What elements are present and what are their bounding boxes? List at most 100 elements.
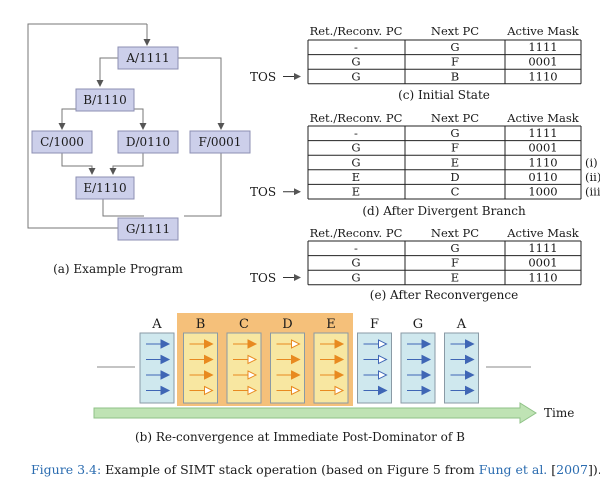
warp-step: B (183, 317, 218, 404)
table-cell: B (451, 69, 459, 83)
thread-arrow-active (421, 385, 432, 396)
table-cell: F (451, 55, 459, 69)
table-cell: G (450, 126, 459, 140)
table-cell: E (451, 270, 459, 284)
thread-arrow-active (204, 339, 214, 349)
warp-step-label: B (196, 317, 206, 332)
figure-caption-text: Example of SIMT stack operation (based o… (101, 462, 479, 477)
table-header: Next PC (431, 111, 479, 125)
time-label: Time (544, 406, 574, 420)
table-cell: E (352, 170, 360, 184)
node-g-label: G/1111 (126, 222, 170, 236)
table-header: Active Mask (506, 24, 580, 38)
node-b: B/1110 (75, 88, 135, 112)
timeline-caption: (b) Re-convergence at Immediate Post-Dom… (135, 430, 465, 444)
thread-arrow-active (378, 385, 388, 396)
figure-caption: Figure 3.4: Example of SIMT stack operat… (31, 462, 600, 477)
row-marker: (i) (585, 155, 598, 169)
thread-arrow-inactive (378, 370, 388, 380)
citation-close-bracket: ] (588, 462, 593, 477)
table-caption: (c) Initial State (398, 88, 490, 102)
warp-step: F (357, 317, 392, 404)
table-cell: - (354, 241, 358, 255)
warp-step-label: A (456, 317, 467, 332)
warp-step: A (444, 317, 479, 404)
node-g: G/1111 (117, 217, 179, 241)
table-header: Next PC (431, 24, 479, 38)
edge-b-c (58, 108, 80, 130)
table-caption: (d) After Divergent Branch (362, 204, 526, 218)
warp-step-label: F (370, 317, 379, 332)
thread-arrow-active (334, 339, 345, 349)
table-cell: 1110 (528, 270, 557, 284)
thread-arrow-active (334, 370, 345, 380)
thread-arrow-active (465, 354, 475, 365)
table-cell: C (451, 185, 460, 199)
table-cell: E (352, 185, 360, 199)
table-cell: G (351, 270, 360, 284)
tos-label: TOS (250, 271, 276, 285)
table-header: Active Mask (506, 111, 580, 125)
row-marker: (iii) (585, 185, 600, 199)
time-arrow (93, 402, 537, 424)
table-cell: G (351, 69, 360, 83)
node-c-label: C/1000 (40, 135, 84, 149)
row-marker: (ii) (585, 170, 600, 184)
table-cell: 1111 (528, 126, 557, 140)
table-cell: 0110 (528, 170, 557, 184)
table-cell: E (451, 155, 459, 169)
table-cell: 1111 (528, 241, 557, 255)
table-row: E D 0110 (ii) (352, 170, 600, 184)
table-row: G E 1110 (351, 270, 557, 284)
thread-arrow-active (160, 385, 171, 396)
thread-arrow-inactive (291, 385, 301, 396)
node-c: C/1000 (31, 130, 93, 154)
node-b-label: B/1110 (83, 93, 126, 107)
table-cell: 1110 (528, 69, 557, 83)
table-cell: 1111 (528, 40, 557, 54)
table-header: Next PC (431, 226, 479, 240)
figure-caption-label: Figure 3.4: (31, 462, 101, 477)
table-cell: G (351, 55, 360, 69)
thread-arrow-active (160, 370, 171, 380)
thread-arrow-inactive (204, 385, 214, 396)
citation-author-link[interactable]: Fung et al. (479, 462, 548, 477)
table-cell: G (450, 241, 459, 255)
tos-label: TOS (250, 70, 276, 84)
tos-label: TOS (250, 185, 276, 199)
table-caption: (e) After Reconvergence (370, 288, 518, 302)
node-f-label: F/0001 (199, 135, 242, 149)
thread-arrow-active (465, 385, 475, 396)
citation-year-link[interactable]: 2007 (556, 462, 588, 477)
edge-a-f (178, 57, 225, 130)
warp-step: E (313, 317, 349, 404)
warp-step: G (400, 317, 436, 404)
table-cell: 0001 (528, 141, 557, 155)
thread-arrow-active (421, 354, 432, 365)
warp-step-label: A (151, 317, 162, 332)
table-header: Ret./Reconv. PC (310, 226, 403, 240)
table-cell: 0001 (528, 256, 557, 270)
edge-f-g (184, 152, 222, 217)
node-a: A/1111 (117, 46, 179, 70)
figure-caption-end: ). (593, 462, 600, 477)
node-f: F/0001 (189, 130, 251, 154)
thread-arrow-inactive (291, 339, 301, 349)
table-cell: G (351, 155, 360, 169)
thread-arrow-active (160, 339, 171, 349)
table-row: G B 1110 (351, 69, 557, 83)
thread-arrow-active (291, 370, 301, 380)
table-header: Active Mask (506, 226, 580, 240)
table-cell: D (450, 170, 459, 184)
